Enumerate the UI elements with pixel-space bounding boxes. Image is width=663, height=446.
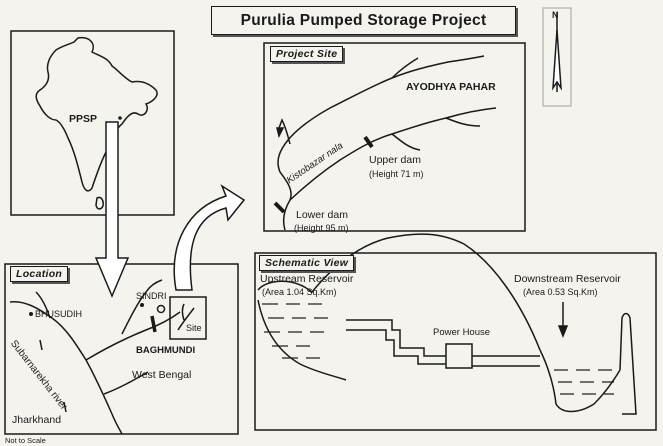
upstream-area: (Area 1.04 Sq.Km) <box>262 287 337 297</box>
dam-wall <box>619 312 637 415</box>
tailrace <box>472 355 540 367</box>
upstream-water <box>262 303 328 359</box>
main-stream <box>277 55 485 231</box>
lower-dam-label: Lower dam <box>296 209 348 221</box>
river-tributary-c <box>103 371 149 395</box>
river-tributary-b <box>121 279 163 335</box>
power-house-label: Power House <box>433 327 491 338</box>
site-box <box>169 296 207 340</box>
ppsp-dot <box>118 116 122 120</box>
place-site: Site <box>186 323 202 333</box>
tributary-1 <box>391 57 419 79</box>
tributary-4 <box>391 133 421 151</box>
schematic-heading: Schematic View <box>259 255 355 271</box>
tributary-2 <box>278 118 291 145</box>
compass-head <box>552 29 562 91</box>
page-title: Purulia Pumped Storage Project <box>240 11 487 29</box>
place-baghmundi: BAGHMUNDI <box>136 345 196 356</box>
downstream-water <box>554 369 614 395</box>
sri-lanka <box>95 196 104 210</box>
penstock-lower <box>346 329 446 365</box>
flow-arrow-2 <box>63 401 67 413</box>
baghmundi-symbol <box>156 304 166 314</box>
place-bhusudih: BHUSUDIH <box>35 309 83 319</box>
scale-note: Not to Scale <box>5 436 46 445</box>
india-inset-frame <box>10 30 175 216</box>
ayodhya-pahar-label: AYODHYA PAHAR <box>406 81 496 93</box>
reservoir-left-bank <box>257 299 347 381</box>
state-west-bengal: West Bengal <box>132 369 192 381</box>
power-house-box <box>445 343 473 369</box>
project-site-frame <box>263 42 526 232</box>
flow-arrow-1 <box>39 339 43 351</box>
hill-profile <box>257 233 541 351</box>
upper-dam-label: Upper dam <box>369 154 421 166</box>
lower-dam-mark <box>273 201 286 214</box>
location-frame <box>4 263 239 435</box>
site-river <box>177 303 195 331</box>
schematic-frame <box>254 252 657 431</box>
project-site-heading: Project Site <box>270 46 344 62</box>
north-label: N <box>552 10 559 20</box>
upper-dam-mark <box>363 135 374 149</box>
location-to-site-arrow <box>173 184 246 291</box>
penstock-upper <box>346 319 446 357</box>
downstream-area: (Area 0.53 Sq.Km) <box>523 287 598 297</box>
state-jharkhand: Jharkhand <box>12 414 62 426</box>
india-outline <box>35 36 158 192</box>
upper-dam-height: (Height 71 m) <box>369 169 424 179</box>
location-heading: Location <box>10 266 69 282</box>
upstream-label: Upstream Reservoir <box>260 273 354 285</box>
compass-frame <box>542 7 572 107</box>
dam-symbol <box>150 315 157 333</box>
kistobazar-nala <box>289 107 497 201</box>
bhusudih-dot <box>29 312 33 316</box>
place-sindri: SINDRI <box>136 291 167 301</box>
downstream-label: Downstream Reservoir <box>514 273 621 285</box>
downstream-pointer-head <box>557 325 569 339</box>
title-box: Purulia Pumped Storage Project <box>211 6 516 35</box>
tributary-3 <box>445 117 481 127</box>
ppsp-label: PPSP <box>69 113 98 125</box>
downstream-hill <box>539 349 621 413</box>
river-tributary-d <box>35 291 51 319</box>
sindri-dot <box>140 303 144 307</box>
lower-dam-height: (Height 95 m) <box>294 223 349 233</box>
india-to-location-arrow <box>94 121 130 298</box>
river-tributary-a <box>85 311 181 361</box>
down-arrow-head <box>276 127 285 139</box>
